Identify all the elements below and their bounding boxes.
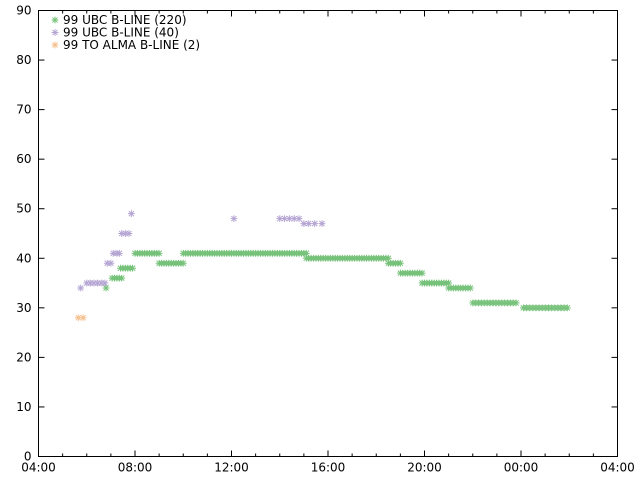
legend: 99 UBC B-LINE (220)99 UBC B-LINE (40)99 … (51, 13, 200, 52)
data-point (290, 215, 298, 223)
series-2 (74, 314, 87, 322)
data-point (396, 259, 404, 267)
data-point (109, 249, 117, 257)
x-tick-label: 08:00 (118, 461, 153, 475)
y-tick-label: 30 (16, 301, 31, 315)
legend-label: 99 UBC B-LINE (40) (63, 26, 179, 40)
data-point (563, 304, 571, 312)
data-point (115, 249, 123, 257)
data-point (318, 220, 326, 227)
legend-marker (51, 16, 59, 24)
data-point (101, 279, 109, 287)
y-tick-label: 80 (16, 53, 31, 67)
data-point (512, 299, 520, 307)
data-point (86, 279, 94, 287)
legend-marker (51, 29, 59, 36)
data-point (129, 264, 136, 272)
data-point (83, 279, 91, 287)
x-axis: 04:00 08:00 12:00 16:00 20:00 00:00 04:00 (21, 10, 635, 475)
data-point (118, 230, 126, 237)
data-point (118, 274, 126, 282)
data-point (302, 249, 310, 257)
data-point (79, 314, 87, 322)
data-point (286, 215, 293, 223)
data-point (127, 210, 135, 218)
legend-label: 99 UBC B-LINE (220) (63, 13, 187, 27)
data-point (281, 215, 288, 223)
data-point (121, 230, 129, 237)
y-axis: 0 10 20 30 40 50 60 70 80 90 (16, 4, 618, 464)
data-point (179, 259, 187, 267)
x-tick-label: 16:00 (311, 461, 346, 475)
data-point (125, 230, 133, 237)
y-tick-label: 70 (16, 103, 31, 117)
data-point (418, 269, 426, 277)
y-tick-label: 50 (16, 202, 31, 216)
data-point (103, 259, 111, 267)
data-point (94, 279, 102, 287)
y-tick-label: 0 (24, 450, 32, 464)
y-tick-label: 20 (16, 350, 31, 364)
y-tick-label: 90 (16, 4, 31, 18)
x-tick-label: 20:00 (407, 461, 442, 475)
data-point (466, 284, 474, 292)
data-point (155, 249, 163, 257)
data-points (74, 210, 571, 322)
series-0 (102, 249, 571, 312)
data-point (90, 279, 98, 287)
y-tick-label: 60 (16, 152, 31, 166)
data-point (97, 279, 105, 287)
data-point (276, 215, 284, 223)
data-point (107, 259, 115, 267)
data-point (311, 220, 319, 227)
series-1 (77, 210, 326, 292)
legend-label: 99 TO ALMA B-LINE (2) (63, 38, 200, 52)
x-tick-label: 12:00 (214, 461, 249, 475)
data-point (300, 220, 308, 227)
legend-marker (51, 41, 59, 49)
data-point (74, 314, 82, 322)
data-point (230, 215, 238, 223)
data-point (384, 254, 392, 262)
x-tick-label: 04:00 (600, 461, 635, 475)
data-point (305, 220, 313, 227)
data-point (445, 279, 453, 287)
y-tick-label: 10 (16, 400, 31, 414)
data-point (295, 215, 303, 223)
data-point (102, 284, 110, 292)
x-tick-label: 00:00 (504, 461, 539, 475)
y-tick-label: 40 (16, 251, 31, 265)
data-point (77, 284, 85, 292)
x-tick-label: 04:00 (21, 461, 56, 475)
